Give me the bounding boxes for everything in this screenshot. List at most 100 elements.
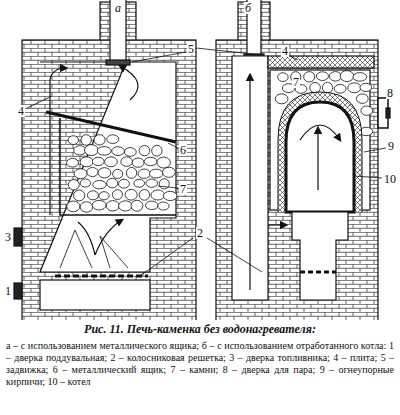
stone	[73, 190, 84, 201]
stone	[278, 73, 288, 82]
boiler	[286, 102, 354, 212]
stove-a	[110, 0, 126, 62]
stone	[107, 135, 119, 144]
callout-number: 3	[4, 231, 12, 243]
leader-line	[290, 56, 298, 60]
steam-door-handle	[386, 108, 390, 118]
stone	[98, 168, 111, 178]
callout-number: 4	[17, 105, 25, 117]
stone	[124, 148, 136, 157]
callout-number: б	[244, 2, 252, 14]
stone	[81, 135, 91, 146]
leader-line	[27, 96, 52, 108]
stone	[112, 190, 122, 200]
stone	[138, 169, 150, 178]
gas-arrow	[249, 75, 250, 290]
door	[14, 228, 22, 246]
stone	[84, 145, 98, 156]
stone	[162, 167, 175, 177]
stone	[126, 167, 136, 178]
stone	[304, 72, 315, 82]
stone	[353, 73, 367, 82]
stone	[97, 147, 111, 156]
plate	[268, 56, 374, 68]
stone	[132, 158, 144, 167]
gas-arrow	[268, 224, 286, 225]
stone	[87, 168, 98, 177]
stone	[119, 201, 133, 211]
stone	[93, 180, 106, 188]
callout-number: 2	[196, 227, 204, 239]
stone	[340, 71, 354, 82]
grate	[55, 275, 148, 278]
stone	[146, 179, 158, 187]
stones	[67, 135, 177, 213]
leader-line	[168, 143, 178, 148]
stone	[67, 158, 79, 167]
stone	[144, 157, 157, 165]
stove-a	[14, 0, 196, 320]
stone	[157, 157, 170, 168]
stone	[99, 192, 109, 200]
stone	[158, 202, 169, 210]
stone	[163, 191, 177, 200]
stone	[105, 157, 118, 167]
stone	[310, 83, 321, 93]
stove-illustration	[0, 0, 400, 320]
gas-arrow	[78, 220, 122, 255]
stone	[152, 145, 162, 156]
stone	[134, 179, 145, 187]
grate	[300, 271, 336, 274]
callout-number: 7	[292, 76, 300, 88]
leader-line	[158, 186, 178, 188]
stone	[356, 94, 368, 103]
stove-a	[40, 62, 176, 272]
stone	[92, 200, 106, 210]
stone	[125, 189, 137, 200]
stone	[139, 146, 150, 156]
stone	[361, 106, 373, 115]
figure-caption: а – с использованием металлического ящик…	[6, 340, 394, 388]
stone	[131, 200, 143, 211]
stone	[68, 179, 79, 189]
leader-line	[140, 238, 262, 276]
stone	[87, 191, 98, 200]
gas-arrow	[317, 128, 318, 190]
stone	[119, 179, 130, 188]
stone	[360, 83, 372, 91]
stone	[80, 202, 93, 212]
stone	[107, 178, 118, 187]
stone	[139, 189, 149, 200]
leader-line	[364, 148, 386, 152]
stone	[80, 179, 90, 187]
stone	[348, 83, 361, 93]
stove-b	[216, 40, 378, 320]
figure-title: Рис. 11. Печь-каменка без водонагревател…	[0, 322, 400, 337]
stone	[113, 169, 123, 178]
callout-number: 7	[179, 183, 187, 195]
stone	[145, 201, 158, 210]
callout-number: 9	[387, 140, 395, 152]
stone	[322, 82, 332, 93]
stove-a	[110, 0, 126, 62]
leader-line	[132, 48, 262, 62]
stone	[67, 201, 80, 212]
stone	[106, 201, 119, 211]
stone	[74, 169, 87, 179]
gas-arrow	[50, 68, 66, 215]
leader-line	[27, 48, 386, 276]
stone	[92, 157, 104, 165]
callout-number: 10	[383, 173, 397, 185]
stone	[334, 84, 346, 93]
firebricks	[278, 92, 362, 212]
stone	[112, 147, 125, 156]
door	[14, 283, 22, 299]
callout-number: 4	[281, 45, 289, 57]
stone	[121, 157, 133, 166]
damper	[106, 60, 130, 65]
stove-b	[292, 212, 348, 300]
stone	[80, 157, 93, 167]
metal-box	[60, 118, 176, 215]
stove-a	[22, 40, 196, 320]
